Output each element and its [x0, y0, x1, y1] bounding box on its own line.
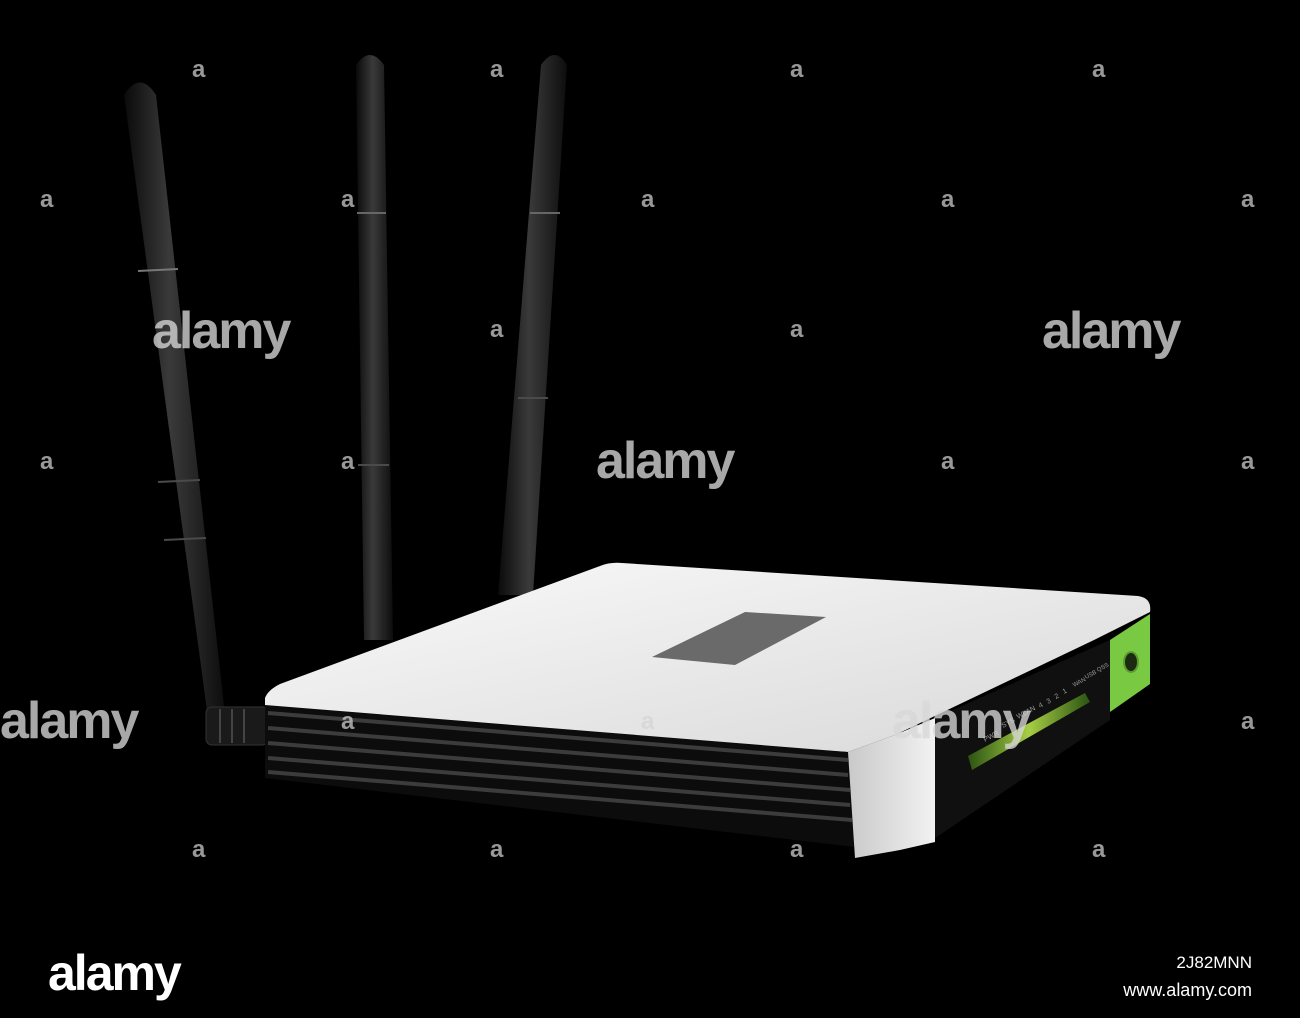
led-label: USB: [1084, 670, 1098, 681]
logo-plate: [652, 612, 826, 665]
led-label: 1: [1062, 688, 1069, 696]
router-photo: PWR SYS WLAN 4 3 2 1 WAN USB QSS: [124, 55, 1151, 858]
alamy-logo: alamy: [48, 945, 182, 1001]
site-url[interactable]: www.alamy.com: [1123, 980, 1252, 1000]
led-label: 2: [1054, 693, 1061, 701]
led-label: 4: [1038, 702, 1045, 710]
led-label: 3: [1046, 698, 1053, 706]
image-info: 2J82MNN www.alamy.com: [1123, 952, 1252, 1002]
router-front-corner: [848, 718, 935, 858]
qss-button-center: [1123, 651, 1139, 673]
antenna-connector: [205, 706, 269, 746]
image-id: 2J82MNN: [1176, 953, 1252, 972]
antenna-middle: [356, 55, 393, 640]
side-vents: [267, 711, 853, 822]
led-label: WAN: [1072, 677, 1087, 689]
led-strip: [968, 693, 1090, 770]
led-label: QSS: [1096, 663, 1110, 674]
antenna-right: [498, 55, 567, 595]
antenna-left: [124, 82, 225, 718]
